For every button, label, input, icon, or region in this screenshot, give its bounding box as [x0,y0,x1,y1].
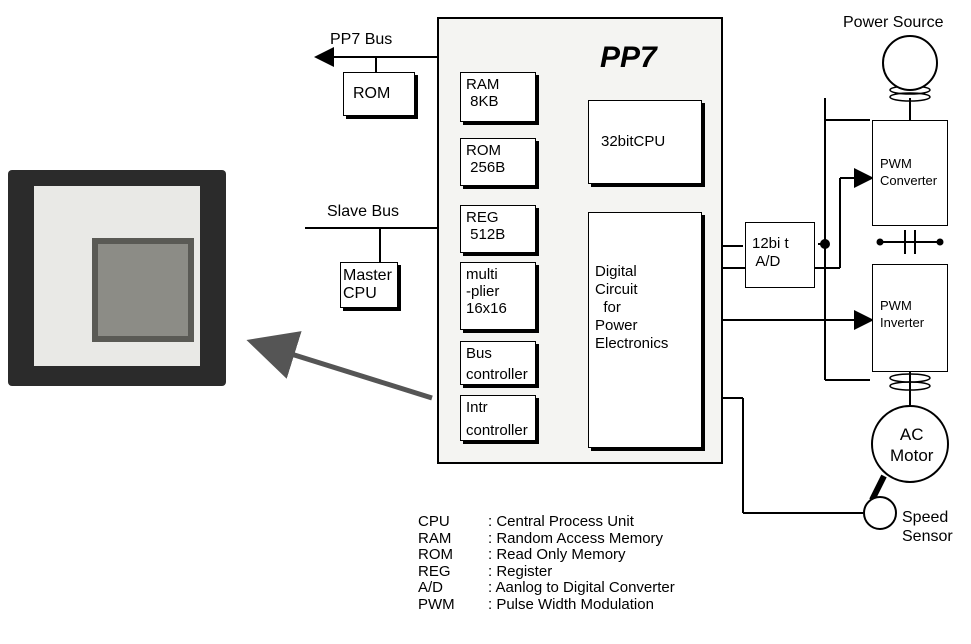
power-source-label: Power Source [843,14,944,32]
pwm-converter-block: PWM Converter [872,120,948,226]
intr-controller-block: Intr controller [460,395,536,441]
legend-row: A/D: Aanlog to Digital Converter [418,580,675,597]
reg-block: REG 512B [460,205,536,253]
legend-row: PWM: Pulse Width Modulation [418,597,675,614]
power-source-icon [883,36,937,90]
multiplier-block: multi -plier 16x16 [460,262,536,330]
ram-block: RAM 8KB [460,72,536,122]
ac-motor-label: AC Motor [890,424,933,466]
legend-row: CPU: Central Process Unit [418,514,675,531]
internal-rom-block: ROM 256B [460,138,536,186]
digital-circuit-block: Digital Circuit for Power Electronics [588,212,702,448]
abbreviation-legend: CPU: Central Process Unit RAM: Random Ac… [418,514,675,613]
legend-row: ROM: Read Only Memory [418,547,675,564]
legend-row: RAM: Random Access Memory [418,531,675,548]
external-rom-block: ROM [343,72,415,116]
cpu-block: 32bitCPU [588,100,702,184]
ad-converter-block: 12bi t A/D [745,222,815,288]
photo-pointer-arrow [256,343,432,398]
pwm-inverter-block: PWM Inverter [872,264,948,372]
master-cpu-block: Master CPU [340,262,398,308]
speed-sensor-label: Speed Sensor [902,508,953,546]
pp7-bus-label: PP7 Bus [330,31,392,49]
legend-row: REG: Register [418,564,675,581]
bus-controller-block: Bus controller [460,341,536,385]
slave-bus-label: Slave Bus [327,203,399,221]
speed-sensor-icon [864,497,896,529]
pp7-title: PP7 [600,42,657,74]
